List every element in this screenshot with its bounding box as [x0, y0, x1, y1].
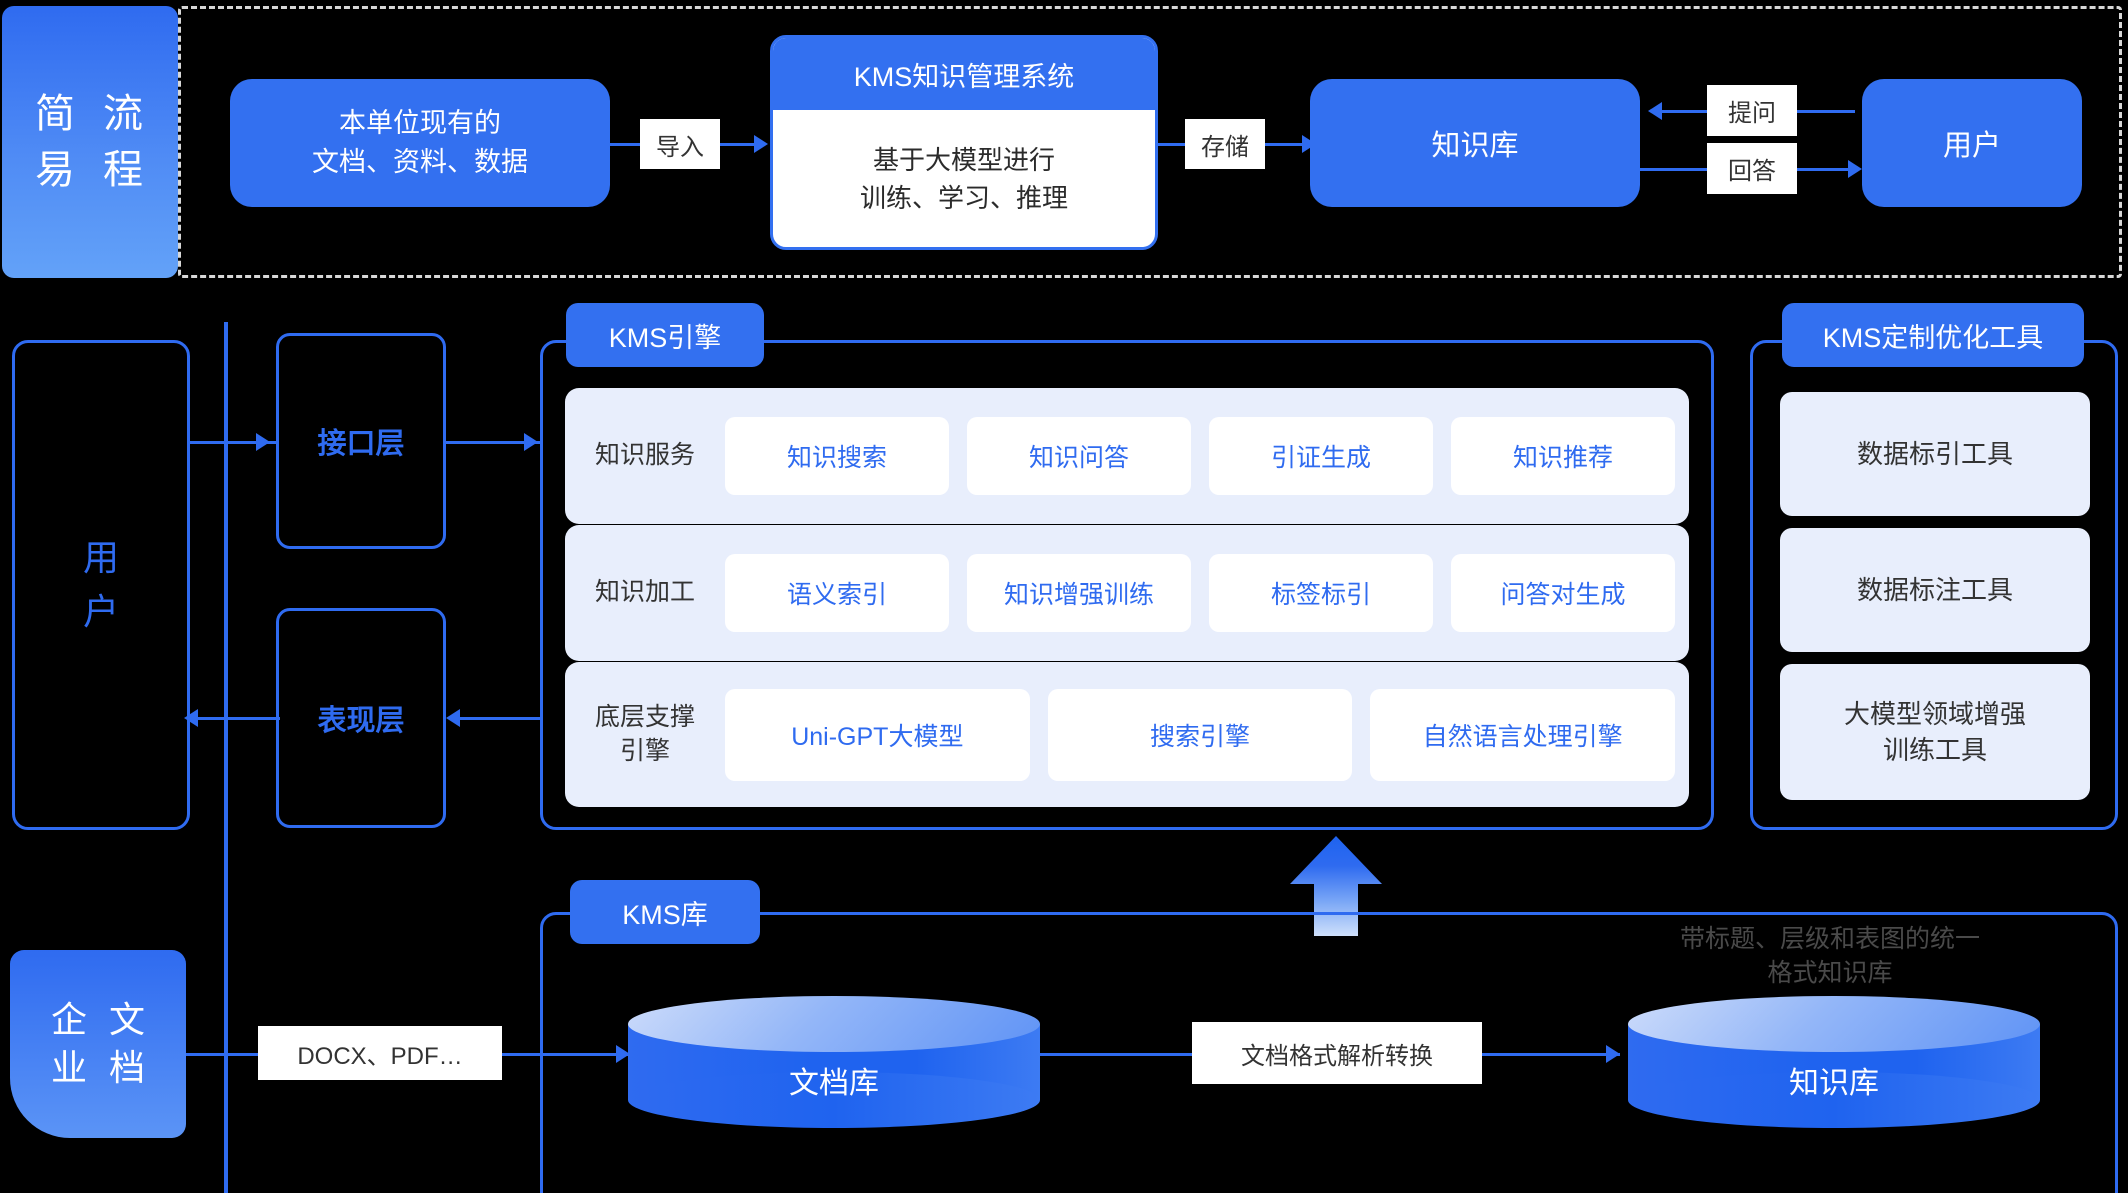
- engine-cell-search-engine[interactable]: 搜索引擎: [1047, 688, 1353, 781]
- vertical-bus-line: [224, 322, 228, 1193]
- enterprise-tag-char-4: 档: [109, 1047, 146, 1088]
- kms-system-body-line2: 训练、学习、推理: [859, 183, 1068, 213]
- engine-row-label-3: 底层支撑 引擎: [565, 701, 725, 769]
- tool-domain-augmented-training-line2: 训练工具: [1882, 735, 1987, 765]
- connector-interface-to-engine: [446, 441, 540, 444]
- engine-cell-knowledge-search[interactable]: 知识搜索: [725, 417, 949, 495]
- arrowhead-interface-to-engine: [524, 433, 538, 451]
- side-label-char-1: 简: [35, 92, 77, 136]
- engine-cell-qa-pair-generation[interactable]: 问答对生成: [1451, 554, 1675, 632]
- tool-data-indexing[interactable]: 数据标引工具: [1780, 392, 2090, 516]
- side-label-char-3: 流: [103, 92, 145, 136]
- engine-row-label-1: 知识服务: [594, 441, 695, 470]
- kms-system-body-line1: 基于大模型进行: [872, 145, 1055, 176]
- connector-presentation-to-user: [196, 717, 280, 720]
- engine-cell-citation-generation[interactable]: 引证生成: [1209, 417, 1433, 495]
- connector-engine-to-presentation: [458, 717, 540, 720]
- document-store-cylinder-bottom: [628, 1072, 1040, 1128]
- engine-cell-tag-indexing[interactable]: 标签标引: [1209, 554, 1433, 632]
- engine-row-label-3-line2: 引擎: [619, 736, 670, 765]
- simple-flow-side-label: 简 易 流 程: [2, 6, 178, 278]
- arrowhead-source-to-kms: [754, 135, 768, 153]
- source-documents-line1: 本单位现有的: [339, 107, 501, 138]
- connector-user-to-interface: [190, 441, 278, 444]
- enterprise-tag-char-1: 企: [50, 999, 87, 1040]
- user-column-char-2: 户: [82, 591, 119, 632]
- edge-label-format-conversion: 文档格式解析转换: [1192, 1022, 1482, 1084]
- arrowhead-docstore-to-kb: [1606, 1045, 1620, 1063]
- tool-domain-augmented-training[interactable]: 大模型领域增强 训练工具: [1780, 664, 2090, 800]
- engine-cell-nlp-engine[interactable]: 自然语言处理引擎: [1370, 688, 1676, 781]
- knowledge-store-label: 知识库: [1789, 1067, 1879, 1100]
- kms-system-header: KMS知识管理系统: [773, 38, 1155, 110]
- user-column-char-1: 用: [82, 537, 119, 578]
- user-box-top[interactable]: 用户: [1862, 79, 2082, 207]
- enterprise-tag-char-2: 业: [50, 1047, 87, 1088]
- arrowhead-ask: [1648, 102, 1662, 120]
- arrowhead-engine-to-presentation: [446, 709, 460, 727]
- side-label-char-2: 易: [35, 148, 77, 192]
- engine-row-knowledge-service: 知识服务 知识搜索 知识问答 引证生成 知识推荐: [565, 388, 1689, 524]
- kms-system-card[interactable]: KMS知识管理系统 基于大模型进行 训练、学习、推理: [770, 35, 1158, 250]
- enterprise-documents-tag[interactable]: 企 业 文 档: [10, 950, 186, 1138]
- knowledge-store-cylinder-bottom: [1628, 1072, 2040, 1128]
- edge-label-ask: 提问: [1707, 85, 1797, 136]
- kms-tools-panel-title: KMS定制优化工具: [1782, 303, 2084, 367]
- interface-layer-box[interactable]: 接口层: [276, 333, 446, 549]
- engine-cell-knowledge-qa[interactable]: 知识问答: [967, 417, 1191, 495]
- engine-cell-semantic-index[interactable]: 语义索引: [725, 554, 949, 632]
- knowledge-store-cylinder-top: [1628, 996, 2040, 1052]
- simple-flow-dashed-container: [178, 6, 2122, 278]
- ghost-note-line2: 格式知识库: [1767, 958, 1893, 987]
- document-store-cylinder[interactable]: 文档库: [628, 996, 1040, 1128]
- kms-library-to-engine-up-arrow: [1290, 836, 1382, 936]
- presentation-layer-box[interactable]: 表现层: [276, 608, 446, 828]
- kms-engine-panel: [540, 340, 1714, 830]
- kms-engine-panel-title: KMS引擎: [566, 303, 764, 367]
- arrowhead-user-to-interface: [256, 433, 270, 451]
- engine-row-foundation-engines: 底层支撑 引擎 Uni-GPT大模型 搜索引擎 自然语言处理引擎: [565, 662, 1689, 807]
- edge-label-store: 存储: [1185, 119, 1265, 169]
- tool-data-annotation[interactable]: 数据标注工具: [1780, 528, 2090, 652]
- arrowhead-enterprise-to-docstore: [616, 1045, 630, 1063]
- arrowhead-presentation-to-user: [184, 709, 198, 727]
- engine-cell-knowledge-augmented-training[interactable]: 知识增强训练: [967, 554, 1191, 632]
- enterprise-tag-char-3: 文: [109, 999, 146, 1040]
- document-store-cylinder-top: [628, 996, 1040, 1052]
- engine-row-knowledge-processing: 知识加工 语义索引 知识增强训练 标签标引 问答对生成: [565, 525, 1689, 661]
- knowledge-store-ghost-note: 带标题、层级和表图的统一 格式知识库: [1620, 923, 2040, 991]
- source-documents-line2: 文档、资料、数据: [312, 147, 528, 177]
- document-store-label: 文档库: [789, 1067, 879, 1100]
- engine-cell-knowledge-recommend[interactable]: 知识推荐: [1451, 417, 1675, 495]
- tool-domain-augmented-training-line1: 大模型领域增强: [1843, 698, 2026, 729]
- edge-label-import: 导入: [640, 119, 720, 169]
- engine-row-label-2: 知识加工: [594, 578, 695, 607]
- knowledge-store-cylinder[interactable]: 知识库: [1628, 996, 2040, 1128]
- engine-cell-uni-gpt-model[interactable]: Uni-GPT大模型: [725, 688, 1030, 781]
- knowledge-base-box-top[interactable]: 知识库: [1310, 79, 1640, 207]
- edge-label-file-formats: DOCX、PDF…: [258, 1026, 502, 1080]
- source-documents-box[interactable]: 本单位现有的 文档、资料、数据: [230, 79, 610, 207]
- arrowhead-answer: [1848, 160, 1862, 178]
- engine-row-label-3-line1: 底层支撑: [594, 702, 695, 731]
- kms-library-panel: [540, 912, 2118, 1193]
- edge-label-answer: 回答: [1707, 143, 1797, 194]
- kms-system-body: 基于大模型进行 训练、学习、推理: [773, 110, 1155, 247]
- ghost-note-line1: 带标题、层级和表图的统一: [1679, 925, 1980, 953]
- side-label-char-4: 程: [103, 148, 145, 192]
- user-column-box[interactable]: 用 户: [12, 340, 190, 830]
- kms-library-panel-title: KMS库: [570, 880, 760, 944]
